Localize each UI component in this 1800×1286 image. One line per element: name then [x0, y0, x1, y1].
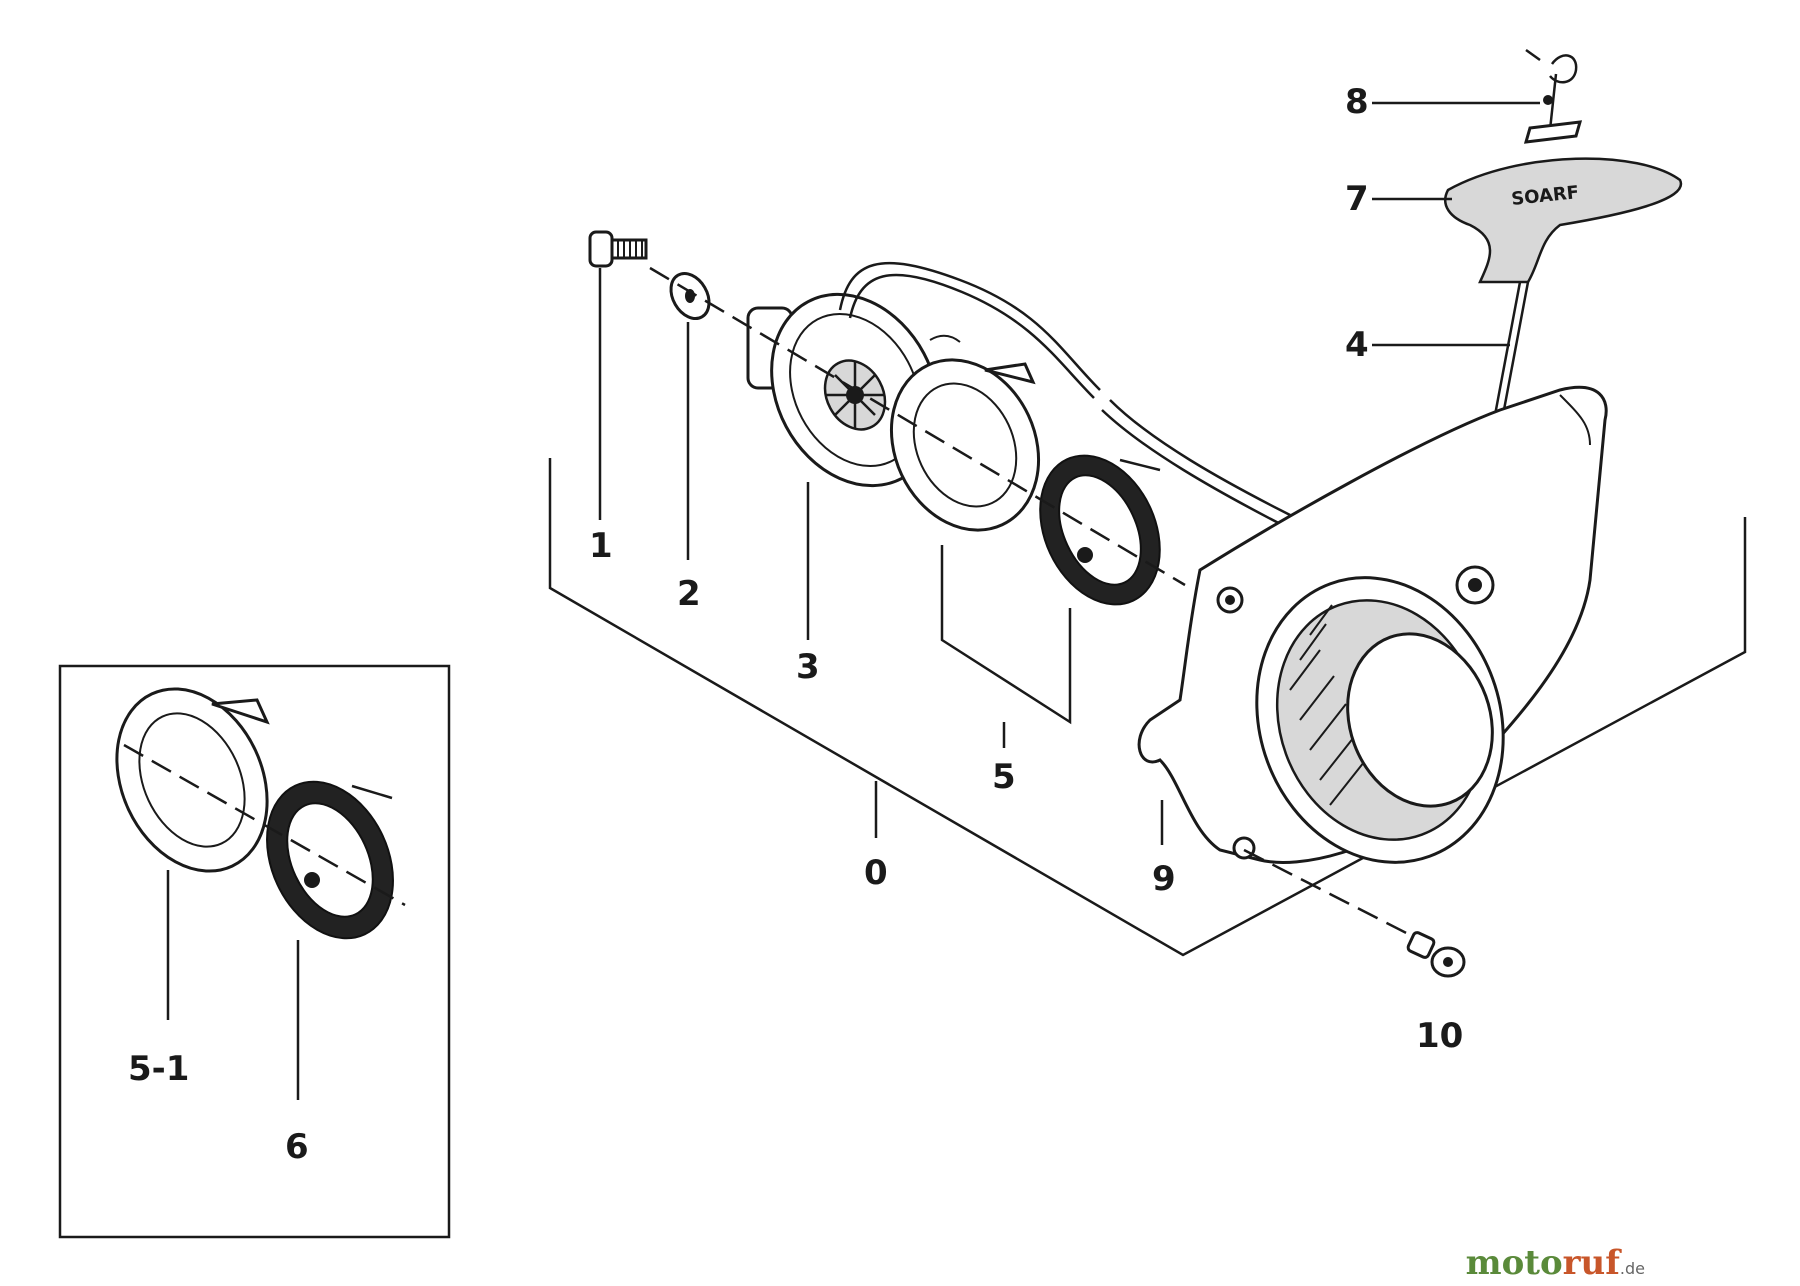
label-part-5: 5 [992, 757, 1016, 797]
label-part-6: 6 [285, 1127, 309, 1167]
label-part-2: 2 [677, 574, 701, 614]
screw-icon [1243, 848, 1466, 978]
clip-icon [1523, 48, 1583, 144]
starter-housing-icon [1137, 385, 1608, 864]
recoil-spring-spare-icon [266, 780, 394, 940]
assembly-bracket-0 [548, 458, 1747, 957]
spring-case-icon [889, 358, 1041, 532]
spring-case-spare-icon [115, 687, 270, 873]
recoil-spring-icon [1039, 454, 1161, 606]
label-part-9: 9 [1152, 859, 1176, 899]
label-part-5-1: 5-1 [128, 1049, 189, 1089]
label-part-3: 3 [796, 647, 820, 687]
label-part-10: 10 [1416, 1016, 1463, 1056]
watermark-logo: motoruf.de [1466, 1243, 1645, 1283]
label-part-7: 7 [1345, 179, 1369, 219]
label-part-1: 1 [589, 526, 613, 566]
label-part-4: 4 [1345, 325, 1369, 365]
label-part-8: 8 [1345, 82, 1369, 122]
svg-text:motoruf.de: motoruf.de [1466, 1243, 1645, 1283]
starter-handle-icon: SOARF [1444, 157, 1683, 284]
washer-icon [669, 272, 711, 320]
starter-rope [838, 261, 1301, 532]
label-part-0: 0 [864, 853, 888, 893]
inset-box [58, 664, 451, 1239]
bolt-icon [588, 230, 648, 268]
